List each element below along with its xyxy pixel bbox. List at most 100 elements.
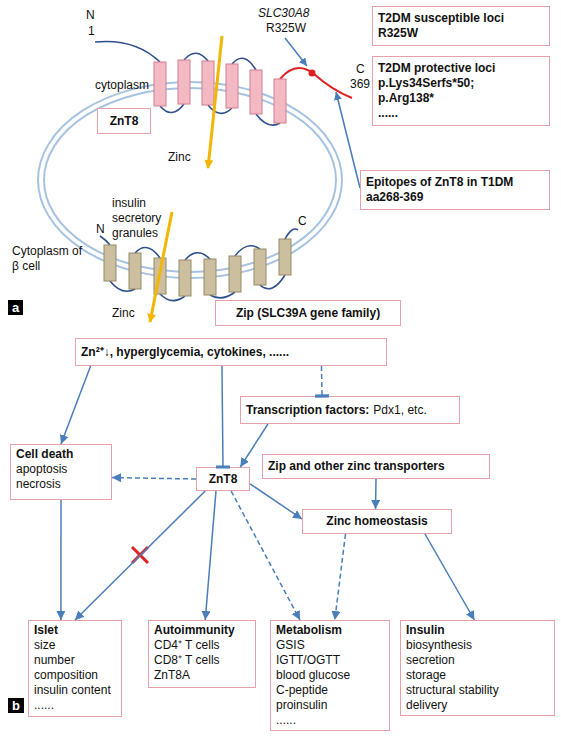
box-text: p.Lys34Serfs*50; p.Arg138* bbox=[378, 76, 503, 106]
box-heading: Transcription factors: bbox=[246, 403, 369, 418]
box-heading: Zinc homeostasis bbox=[308, 514, 446, 529]
box-text: C-peptide bbox=[276, 683, 384, 698]
box-heading: ZnT8 bbox=[103, 114, 145, 129]
zinc-flow-arrow bbox=[208, 36, 222, 168]
cross-stroke bbox=[132, 547, 148, 563]
box-text: delivery bbox=[406, 698, 549, 713]
process-box: Cell deathapoptosisnecrosis bbox=[10, 444, 112, 500]
figure-label: N bbox=[86, 8, 95, 23]
connectors bbox=[61, 366, 475, 620]
box-heading: Cell death bbox=[16, 447, 106, 462]
c-terminus bbox=[285, 229, 298, 239]
process-box: ZnT8 bbox=[196, 467, 250, 491]
figure-label: SLC30A8 bbox=[258, 6, 309, 21]
box-text: size bbox=[34, 638, 116, 653]
process-box: Insulinbiosynthesissecretionstoragestruc… bbox=[400, 620, 555, 716]
connector-arrow bbox=[60, 500, 62, 620]
panel-letter: b bbox=[8, 698, 24, 713]
connector-arrow bbox=[75, 491, 205, 620]
connector-arrow bbox=[112, 478, 196, 479]
box-heading: Islet bbox=[34, 623, 116, 638]
box-text: CD8⁺ T cells bbox=[154, 653, 250, 668]
helix bbox=[129, 253, 141, 289]
membrane-inner bbox=[44, 88, 336, 272]
figure-label: Zinc bbox=[168, 150, 191, 165]
figure-label: R325W bbox=[266, 21, 306, 36]
n-terminus bbox=[95, 41, 160, 62]
helix bbox=[154, 62, 166, 106]
connector-arrow bbox=[321, 366, 323, 396]
box-text: composition bbox=[34, 668, 116, 683]
box-text: storage bbox=[406, 668, 549, 683]
figure-label: cytoplasm bbox=[95, 78, 149, 93]
helix bbox=[226, 64, 238, 108]
box-heading: Zip and other zinc transporters bbox=[268, 459, 484, 474]
process-box: ZnT8 bbox=[97, 108, 151, 134]
box-text: insulin content bbox=[34, 683, 116, 698]
process-box: Zn²⁺↓, hyperglycemia, cytokines, ...... bbox=[75, 338, 387, 366]
helix bbox=[250, 70, 262, 114]
process-box: Zip and other zinc transporters bbox=[262, 454, 490, 479]
znt8-helices bbox=[154, 60, 286, 123]
membrane-outer bbox=[38, 82, 342, 278]
box-text: ...... bbox=[34, 698, 116, 713]
process-box: Zip (SLC39A gene family) bbox=[215, 300, 401, 326]
connector-arrow bbox=[375, 479, 377, 509]
box-heading: Epitopes of ZnT8 in T1DM bbox=[366, 175, 544, 190]
box-text: GSIS bbox=[276, 638, 384, 653]
box-text: ZnT8A bbox=[154, 668, 250, 683]
box-heading: Insulin bbox=[406, 623, 549, 638]
mutation-dot bbox=[309, 70, 316, 77]
box-text: secretion bbox=[406, 653, 549, 668]
figure-label: 1 bbox=[88, 24, 95, 39]
box-text: Pdx1, etc. bbox=[373, 403, 426, 418]
process-box: Epitopes of ZnT8 in T1DMaa268-369 bbox=[360, 170, 550, 210]
helix bbox=[274, 79, 286, 123]
box-text: apoptosis bbox=[16, 462, 106, 477]
box-text: proinsulin bbox=[276, 698, 384, 713]
box-text: biosynthesis bbox=[406, 638, 549, 653]
process-box: Isletsizenumbercompositioninsulin conten… bbox=[28, 620, 122, 717]
block-cross bbox=[132, 547, 148, 563]
figure-label: insulin secretory granules bbox=[112, 196, 184, 241]
connector-arrow bbox=[222, 366, 223, 467]
box-heading: Metabolism bbox=[276, 623, 384, 638]
process-box: T2DM susceptible lociR325W bbox=[372, 6, 550, 46]
leader-arrow bbox=[336, 92, 360, 188]
box-text: ...... bbox=[378, 106, 544, 121]
box-text: structural stability bbox=[406, 683, 549, 698]
cross-stroke bbox=[132, 547, 148, 563]
connector-arrow bbox=[335, 534, 346, 620]
connector-arrow bbox=[231, 491, 300, 620]
helix bbox=[254, 249, 266, 285]
helix bbox=[202, 61, 214, 105]
box-text: R325W bbox=[378, 26, 544, 41]
c-terminal-tail bbox=[280, 68, 352, 98]
connector-arrow bbox=[205, 491, 216, 620]
box-heading: T2DM protective loci bbox=[378, 61, 544, 76]
process-box: MetabolismGSISIGTT/OGTTblood glucoseC-pe… bbox=[270, 620, 390, 731]
box-text: number bbox=[34, 653, 116, 668]
panel-letter: a bbox=[8, 300, 23, 315]
box-heading: ZnT8 bbox=[202, 472, 244, 487]
connector-arrow bbox=[425, 534, 474, 620]
process-box: AutoimmunityCD4⁺ T cellsCD8⁺ T cellsZnT8… bbox=[148, 620, 256, 688]
figure-label: 369 bbox=[350, 77, 370, 92]
n-terminus bbox=[100, 236, 110, 245]
connector-arrow bbox=[250, 484, 302, 519]
box-text: blood glucose bbox=[276, 668, 384, 683]
process-box: Transcription factors: Pdx1, etc. bbox=[240, 396, 460, 424]
box-text: ...... bbox=[276, 713, 384, 728]
box-heading: Zn²⁺↓, hyperglycemia, cytokines, ...... bbox=[81, 345, 381, 360]
connector-arrow bbox=[61, 366, 91, 444]
granule-membrane bbox=[38, 82, 342, 278]
figure-label: C bbox=[298, 214, 307, 229]
figure-label: Cytoplasm of β cell bbox=[12, 244, 84, 274]
figure-label: Zinc bbox=[112, 306, 135, 321]
zip-helices bbox=[104, 239, 291, 296]
helix bbox=[104, 245, 116, 281]
helix bbox=[229, 256, 241, 292]
helix bbox=[179, 260, 191, 296]
box-heading: Autoimmunity bbox=[154, 623, 250, 638]
